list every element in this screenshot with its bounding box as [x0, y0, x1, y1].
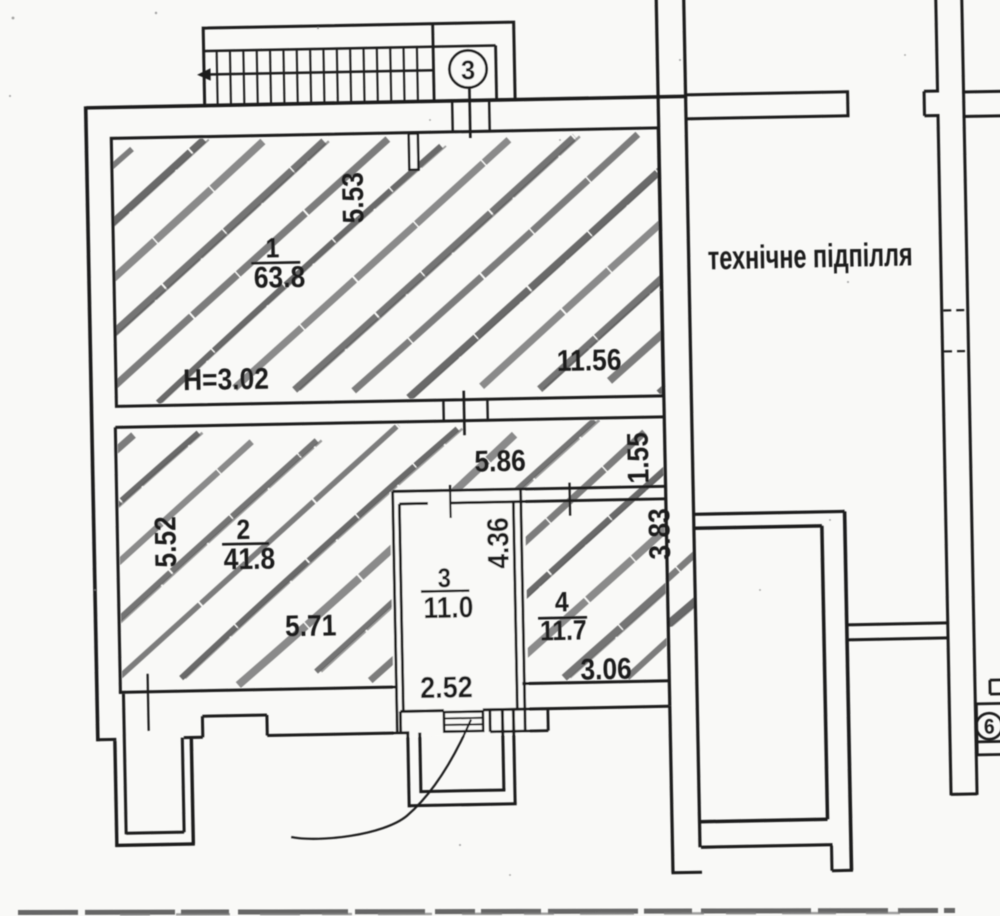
svg-text:1.55: 1.55: [620, 432, 655, 484]
svg-text:6: 6: [984, 715, 995, 738]
svg-text:11.56: 11.56: [557, 342, 622, 377]
svg-text:11.0: 11.0: [423, 590, 474, 625]
svg-text:технічне підпілля: технічне підпілля: [707, 237, 912, 278]
svg-text:11.7: 11.7: [540, 614, 587, 647]
svg-text:2: 2: [236, 513, 250, 545]
svg-text:5.53: 5.53: [335, 172, 370, 224]
svg-text:H=3.02: H=3.02: [183, 361, 269, 397]
svg-text:5.52: 5.52: [148, 516, 183, 568]
svg-text:5.86: 5.86: [474, 443, 526, 478]
svg-text:5.71: 5.71: [285, 608, 337, 643]
svg-text:4.36: 4.36: [480, 517, 515, 569]
svg-text:1: 1: [265, 232, 279, 264]
svg-text:4: 4: [555, 586, 570, 618]
svg-text:3: 3: [461, 55, 476, 86]
svg-text:3.06: 3.06: [580, 651, 632, 686]
svg-text:2.52: 2.52: [420, 671, 473, 706]
svg-text:3.83: 3.83: [642, 508, 677, 560]
svg-text:41.8: 41.8: [223, 541, 275, 576]
svg-text:63.8: 63.8: [253, 259, 305, 294]
svg-text:3: 3: [437, 564, 451, 594]
